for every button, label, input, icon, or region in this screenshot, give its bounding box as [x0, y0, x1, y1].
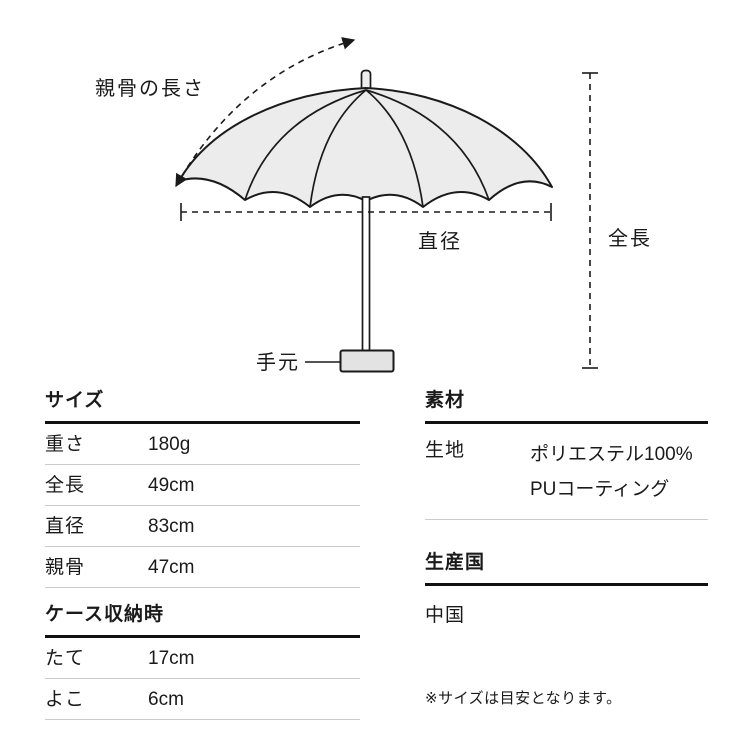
canopy-rib-line [365, 89, 424, 208]
material-section: 素材 生地 ポリエステル100% PUコーティング [425, 388, 708, 520]
spec-row-weight: 重さ 180g [45, 424, 360, 465]
case-section: ケース収納時 たて 17cm よこ 6cm [45, 602, 360, 720]
diameter-dimension-line [180, 203, 552, 221]
diameter-label: 直径 [418, 230, 462, 253]
size-note: ※サイズは目安となります。 [425, 690, 622, 707]
fabric-value-line2: PUコーティング [530, 479, 670, 500]
spec-label: 生地 [425, 440, 466, 461]
canopy-rib-line [365, 89, 490, 201]
spec-value: 17cm [148, 648, 195, 669]
rib-length-label: 親骨の長さ [95, 77, 205, 100]
spec-label: たて [45, 648, 86, 669]
canopy-shape [178, 87, 553, 208]
spec-label: 全長 [45, 475, 86, 496]
umbrella-handle [339, 349, 395, 373]
spec-row-case-width: よこ 6cm [45, 679, 360, 720]
umbrella-pole [361, 196, 371, 353]
spec-label: 直径 [45, 516, 86, 537]
spec-label: 親骨 [45, 557, 86, 578]
case-section-title: ケース収納時 [45, 602, 360, 638]
spec-label: 重さ [45, 434, 86, 455]
material-column: 素材 生地 ポリエステル100% PUコーティング 生産国 中国 ※サイズは目安… [425, 388, 708, 708]
umbrella-diagram: 親骨の長さ 直径 全長 手元 [95, 37, 652, 374]
country-value: 中国 [425, 605, 466, 626]
country-section-title: 生産国 [425, 550, 708, 586]
fabric-value-line1: ポリエステル100% [530, 444, 693, 465]
fabric-row: 生地 ポリエステル100% PUコーティング [425, 424, 708, 520]
size-section-title: サイズ [45, 388, 360, 424]
spec-label: よこ [45, 689, 86, 710]
spec-value: 83cm [148, 516, 195, 537]
spec-value: 6cm [148, 689, 184, 710]
fabric-values: ポリエステル100% PUコーティング [530, 437, 708, 507]
spec-value: 47cm [148, 557, 195, 578]
spec-value: 180g [148, 434, 191, 455]
material-section-title: 素材 [425, 388, 708, 424]
spec-value: 49cm [148, 475, 195, 496]
spec-row-total-length: 全長 49cm [45, 465, 360, 506]
total-length-dimension-line [582, 72, 598, 369]
spec-row-diameter: 直径 83cm [45, 506, 360, 547]
spec-row-rib: 親骨 47cm [45, 547, 360, 588]
size-specs-column: サイズ 重さ 180g 全長 49cm 直径 83cm 親骨 47cm [45, 388, 360, 720]
spec-row-case-height: たて 17cm [45, 638, 360, 679]
handle-label: 手元 [256, 351, 300, 374]
total-length-label: 全長 [608, 227, 652, 250]
size-section: サイズ 重さ 180g 全長 49cm 直径 83cm 親骨 47cm [45, 388, 360, 588]
country-section: 生産国 中国 [425, 550, 708, 641]
